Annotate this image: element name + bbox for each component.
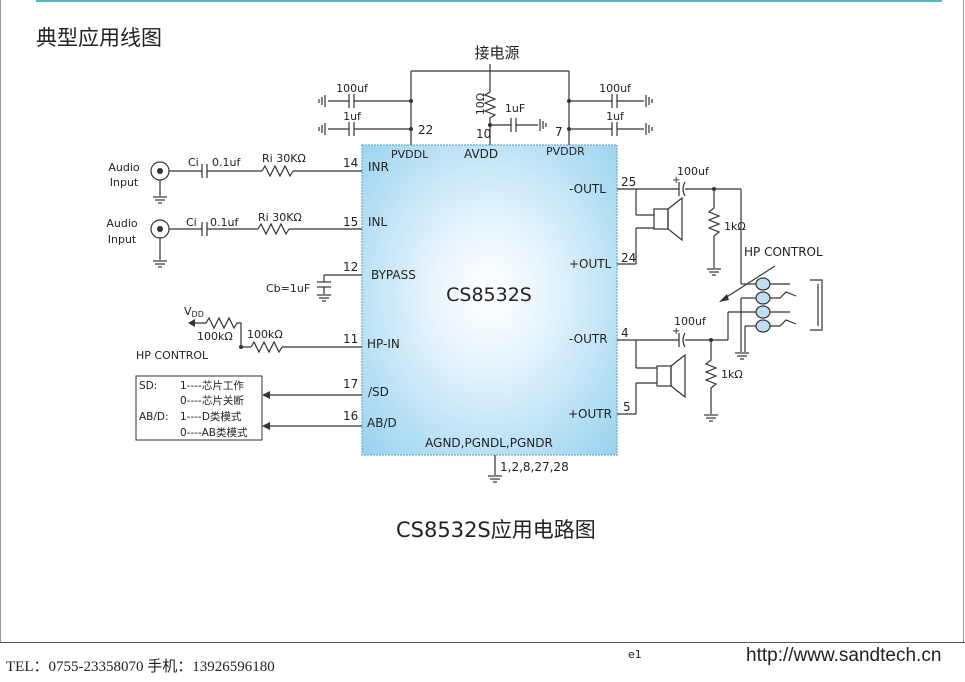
ci-value: 0.1uf	[210, 216, 239, 229]
pin-number: 7	[555, 125, 563, 139]
cap-1uF-label: 1uF	[505, 102, 525, 115]
hp-control-label: HP CONTROL	[136, 349, 209, 362]
chip-body	[361, 144, 618, 456]
speaker-icon	[653, 208, 669, 230]
pin-number: 10	[476, 127, 491, 141]
cb-label: Cb=1uF	[266, 282, 310, 295]
pin-number: 24	[621, 251, 636, 265]
r1k-label: 1kΩ	[724, 220, 746, 233]
pin-number: 5	[623, 400, 631, 414]
headphone-jack-icon	[755, 277, 823, 333]
cap-label: 100uf	[674, 315, 707, 328]
pin-name: HP-IN	[367, 337, 400, 351]
footer-divider	[0, 642, 965, 643]
audio-input-label: Audio	[108, 161, 140, 174]
pin-name: +OUTL	[569, 257, 612, 271]
power-label: 接电源	[474, 44, 519, 62]
pin-number: 17	[343, 377, 358, 391]
vdd-label: VDD	[184, 305, 204, 319]
pin-name: -OUTR	[569, 332, 608, 346]
gnd-pins: 1,2,8,27,28	[500, 460, 569, 474]
res-10-label: 10Ω	[474, 93, 487, 115]
svg-text:+: +	[672, 326, 680, 337]
top-accent-line	[36, 0, 942, 2]
pin-name: PVDDL	[391, 148, 429, 161]
pin-name: AVDD	[464, 147, 498, 161]
pin-name: /SD	[368, 385, 389, 399]
r1k-label: 1kΩ	[721, 368, 743, 381]
pin-number: 22	[418, 123, 433, 137]
cap-label: 1uf	[343, 110, 362, 123]
pin-number: 11	[343, 332, 358, 346]
mode-sd-label: SD:	[139, 380, 157, 392]
pin-number: 25	[621, 175, 636, 189]
circuit-diagram: CS8532S 接电源 100uf 1uf 100uf 1uf 10Ω 1uF …	[106, 44, 823, 483]
pin-name: -OUTL	[569, 182, 606, 196]
pin-name: PVDDR	[546, 145, 585, 158]
audio-input-label: Input	[108, 233, 137, 246]
ri-label: Ri 30KΩ	[262, 152, 306, 165]
cap-label: 100uf	[677, 165, 710, 178]
pin-name: AB/D	[367, 416, 397, 430]
pin-name: INL	[368, 215, 388, 229]
cap-label: 100uf	[336, 82, 369, 95]
cap-label: 100uf	[599, 82, 632, 95]
cap-label: 1uf	[606, 110, 625, 123]
pin-number: 16	[343, 409, 358, 423]
mode-abd-0: 0----AB类模式	[180, 426, 248, 439]
right-border	[963, 0, 964, 642]
diagram-caption: CS8532S应用电路图	[396, 518, 596, 542]
pin-name: AGND,PGNDL,PGNDR	[425, 436, 553, 450]
chip-name: CS8532S	[446, 284, 532, 306]
r100k-label: 100kΩ	[247, 328, 283, 341]
left-border	[0, 0, 1, 642]
mode-abd-label: AB/D:	[139, 411, 169, 423]
ri-label: Ri 30KΩ	[258, 211, 302, 224]
audio-input-label: Audio	[106, 217, 138, 230]
pin-name: +OUTR	[568, 407, 612, 421]
section-title: 典型应用线图	[36, 26, 162, 50]
mode-sd-0: 0----芯片关断	[180, 394, 244, 407]
mode-table	[135, 375, 263, 441]
ci-value: 0.1uf	[212, 156, 241, 169]
mode-abd-1: 1----D类模式	[180, 410, 242, 423]
pin-name: BYPASS	[371, 268, 416, 282]
audio-input-label: Input	[110, 176, 139, 189]
ci-label: Ci	[186, 216, 197, 229]
svg-text:+: +	[672, 175, 680, 186]
footer-page-number: e1	[628, 648, 642, 661]
footer-contact: TEL：0755-23358070 手机：13926596180	[6, 659, 275, 675]
pin-number: 14	[343, 156, 358, 170]
pin-number: 15	[343, 215, 358, 229]
pin-number: 4	[621, 326, 629, 340]
r100k-label: 100kΩ	[197, 330, 233, 343]
hp-control-label: HP CONTROL	[744, 245, 823, 259]
speaker-icon	[656, 365, 672, 387]
footer-url-link[interactable]: http://www.sandtech.cn	[746, 645, 942, 666]
pin-number: 12	[343, 260, 358, 274]
mode-sd-1: 1----芯片工作	[180, 379, 244, 392]
pin-name: INR	[368, 160, 389, 174]
ci-label: Ci	[188, 156, 199, 169]
